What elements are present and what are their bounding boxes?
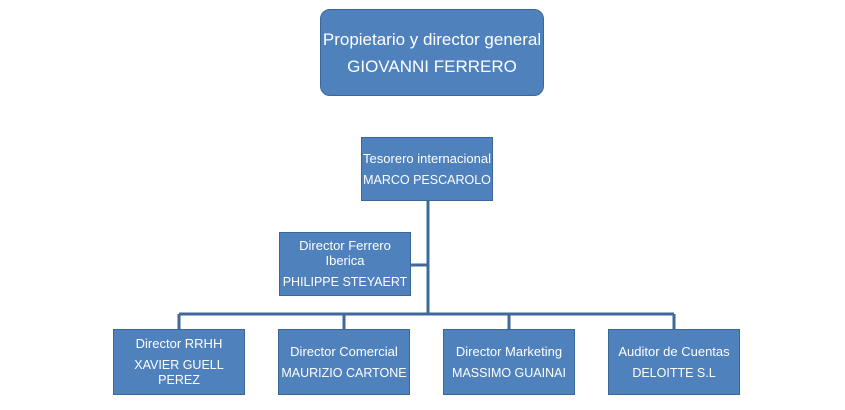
node-person-name: MAURIZIO CARTONE: [281, 365, 407, 380]
node-title: Auditor de Cuentas: [618, 343, 730, 359]
node-title: Director Ferrero Iberica: [299, 238, 391, 268]
node-person-name: PHILIPPE STEYAERT: [282, 275, 408, 289]
node-ferrero-iberica-director: Director Ferrero Iberica PHILIPPE STEYAE…: [279, 232, 411, 296]
node-title: Propietario y director general: [322, 29, 542, 49]
node-director-marketing: Director Marketing MASSIMO GUAINAI: [443, 329, 575, 395]
node-title: Director Marketing: [455, 343, 563, 359]
node-person-name: GIOVANNI FERRERO: [347, 56, 517, 76]
node-person-name: MASSIMO GUAINAI: [452, 365, 566, 380]
node-person-name: DELOITTE S.L: [632, 365, 716, 380]
node-person-name: XAVIER GUELL PEREZ: [134, 358, 224, 387]
node-title: Tesorero internacional: [363, 150, 491, 166]
node-title: Director RRHH: [135, 336, 223, 351]
node-director-comercial: Director Comercial MAURIZIO CARTONE: [278, 329, 410, 395]
node-owner-general-director: Propietario y director general GIOVANNI …: [320, 9, 544, 96]
node-auditor-cuentas: Auditor de Cuentas DELOITTE S.L: [608, 329, 740, 395]
node-person-name: MARCO PESCAROLO: [363, 172, 491, 187]
node-international-treasurer: Tesorero internacional MARCO PESCAROLO: [361, 137, 493, 201]
node-director-rrhh: Director RRHH XAVIER GUELL PEREZ: [113, 329, 245, 395]
node-title: Director Comercial: [290, 343, 398, 359]
